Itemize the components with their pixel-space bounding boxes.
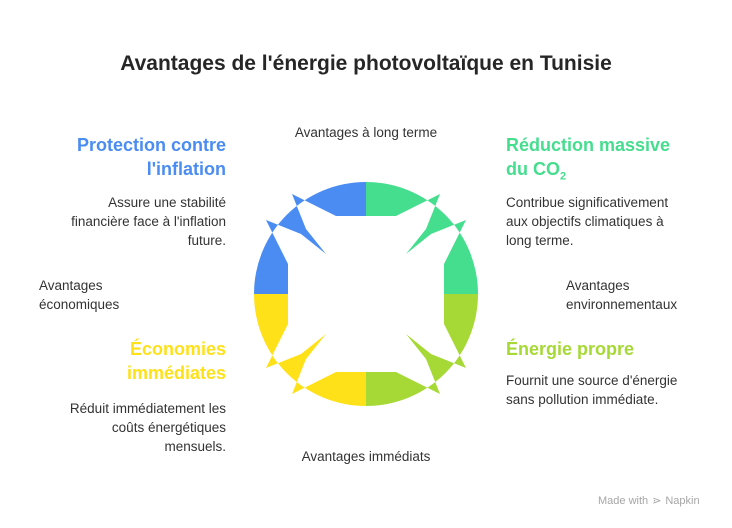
footer-attribution: Made with ⋗ Napkin [598,494,700,508]
axis-label-left: Avantages économiques [39,278,120,312]
axis-label-right: Avantages environnementaux [566,278,678,312]
desc-clean-energy: Fournit une source d'énergie sans pollut… [506,373,678,407]
desc-inflation-protection: Assure une stabilité financière face à l… [71,195,226,248]
desc-immediate-savings: Réduit immédiatement les coûts énergétiq… [69,401,226,454]
desc-co2-reduction: Contribue significativement aux objectif… [506,195,669,248]
quadrant-co2-reduction [366,182,478,294]
heading-inflation-protection: Protection contre l'inflation [76,135,226,179]
cycle-diagram [254,182,478,406]
heading-clean-energy: Énergie propre [506,339,635,359]
axis-label-top: Avantages à long terme [294,125,438,140]
quadrant-clean-energy [366,294,478,406]
page-title: Avantages de l'énergie photovoltaïque en… [120,52,612,75]
quadrant-immediate-savings [254,294,366,406]
quadrant-inflation-protection [254,182,366,294]
axis-label-bottom: Avantages immédiats [301,449,431,464]
heading-immediate-savings: Économies immédiates [126,339,226,383]
heading-co2-reduction: Réduction massive du CO2 [506,135,671,183]
napkin-logo-icon: ⋗ [652,495,662,507]
